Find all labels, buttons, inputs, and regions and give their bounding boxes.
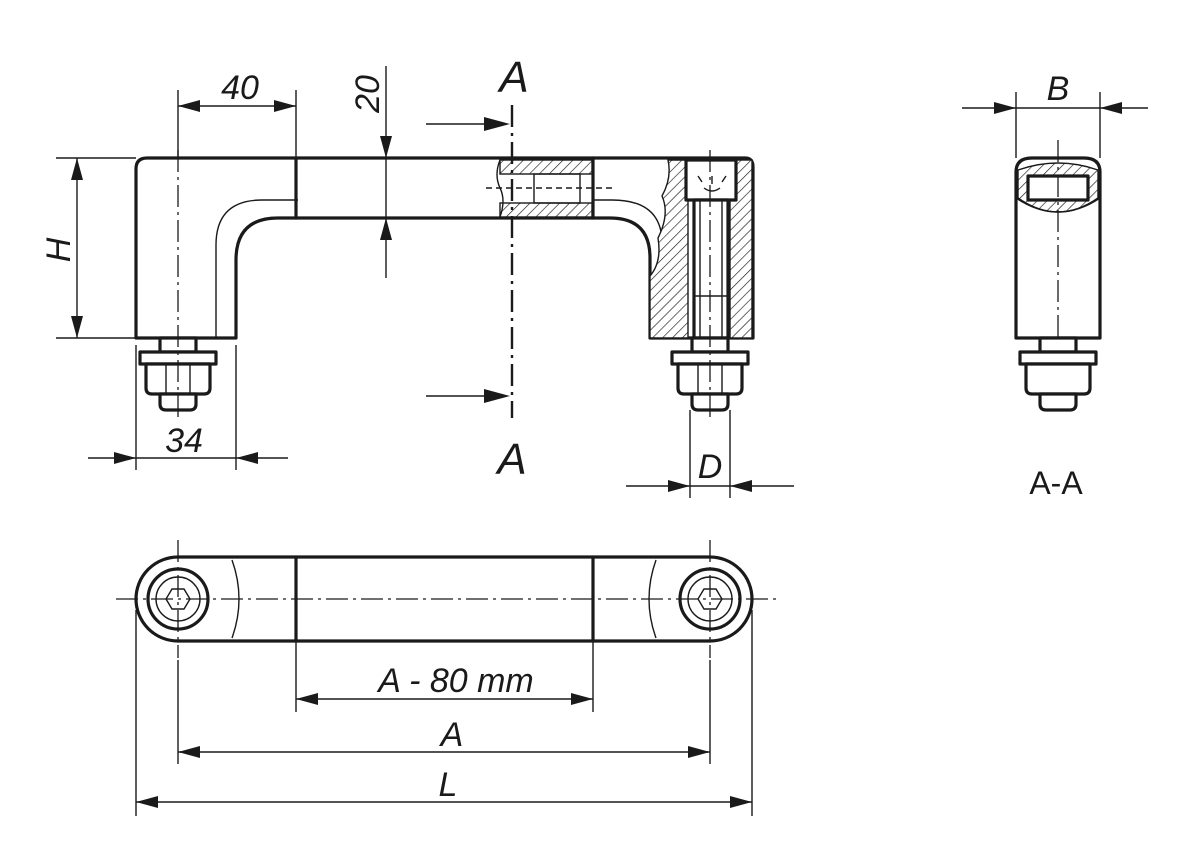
dim-section-width: B bbox=[1047, 70, 1070, 108]
section-view: B A-A bbox=[962, 70, 1148, 501]
front-view bbox=[134, 105, 755, 420]
tube-section-bottom bbox=[499, 202, 593, 218]
dim-grip-height: 20 bbox=[349, 75, 387, 114]
dim-grip-length: A - 80 mm bbox=[376, 662, 534, 700]
bolt-head bbox=[684, 158, 738, 202]
dim-overall-length: L bbox=[439, 766, 458, 804]
handle-inner-edge bbox=[215, 199, 298, 338]
dim-thread-diameter: D bbox=[698, 448, 723, 486]
section-mark-top: A bbox=[496, 53, 528, 102]
front-view-dimensions: 40 20 H 34 D A A bbox=[40, 53, 794, 498]
tube-section-top bbox=[499, 159, 593, 175]
dim-foot-width: 34 bbox=[165, 422, 203, 460]
top-view-dimensions: A - 80 mm A L bbox=[135, 610, 753, 816]
section-mark-bottom: A bbox=[494, 435, 526, 484]
section-view-caption: A-A bbox=[1029, 465, 1083, 501]
foot-section bbox=[649, 159, 689, 339]
top-view bbox=[116, 540, 780, 658]
dim-hole-distance: A bbox=[439, 716, 464, 754]
right-hex-socket-icon bbox=[697, 588, 723, 610]
dim-height: H bbox=[40, 237, 78, 262]
handle-outline bbox=[134, 156, 755, 340]
bolt-shank bbox=[692, 198, 730, 340]
dim-grip-width: 40 bbox=[221, 69, 259, 107]
